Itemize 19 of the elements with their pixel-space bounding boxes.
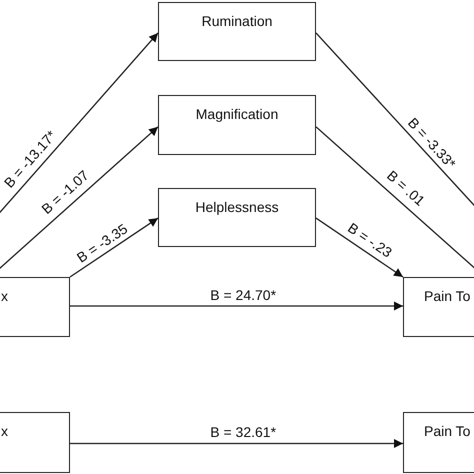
edge-label: B = -.23 [344, 219, 395, 260]
arrow [316, 218, 404, 278]
variable-name: x [1, 288, 8, 304]
variable-box [158, 2, 316, 61]
variable-box [158, 188, 316, 247]
variable-name: Magnification [194, 106, 280, 122]
variable-name: x [1, 423, 8, 439]
variable-name: Rumination [200, 13, 274, 29]
edge-label: B = .01 [384, 168, 428, 210]
edge-label: B = 24.70* [210, 286, 276, 303]
variable-name: Pain To [424, 288, 470, 304]
arrow [70, 301, 403, 310]
variable-name: Pain To [424, 423, 470, 439]
arrow [70, 438, 403, 448]
edge-label: B = -3.35 [74, 220, 130, 266]
arrow [70, 218, 158, 278]
variable-name: Helplessness [194, 199, 280, 215]
variable-box [158, 95, 316, 155]
edge-label: B = 32.61* [210, 424, 276, 440]
